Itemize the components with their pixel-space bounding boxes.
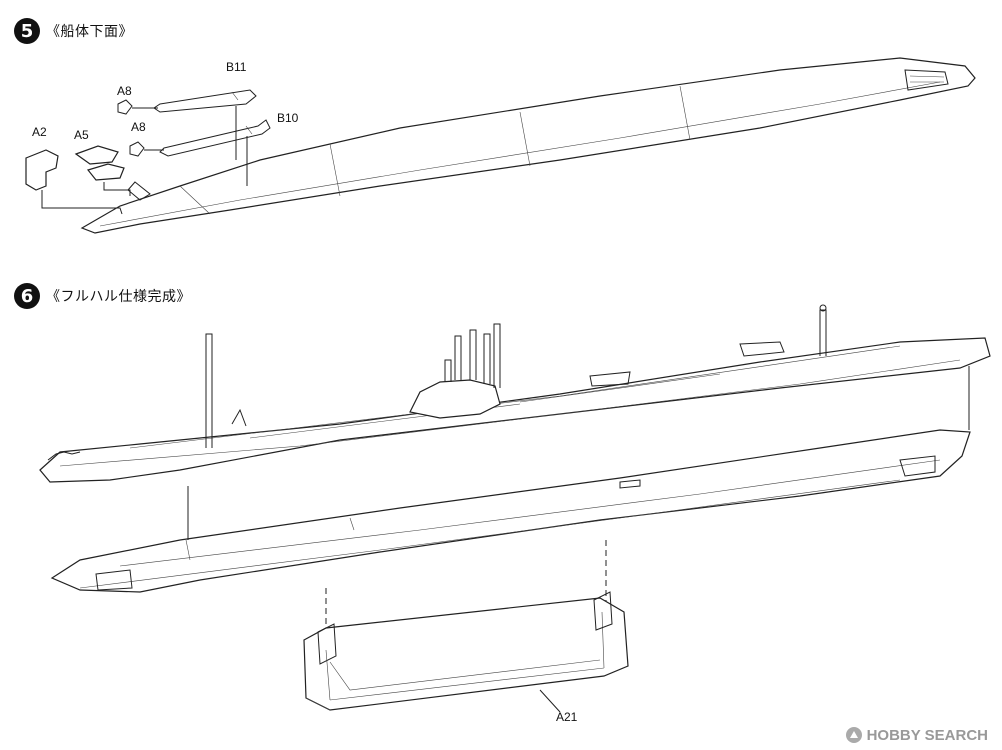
step-6-title: 《フルハル仕様完成》 <box>46 289 191 305</box>
part-a2 <box>25 149 59 200</box>
lower-hull-step6 <box>50 429 971 593</box>
part-label-a8-bottom: A8 <box>131 120 146 134</box>
upper-hull-step6 <box>39 304 991 483</box>
part-b10 <box>159 119 271 157</box>
hobby-search-logo-icon <box>845 727 862 743</box>
part-label-a2: A2 <box>32 125 47 139</box>
part-a8-bottom <box>129 141 160 157</box>
part-label-a5: A5 <box>74 128 89 142</box>
watermark: HOBBY SEARCH <box>845 726 988 744</box>
step5-guide-lines <box>41 106 248 215</box>
part-label-b10: B10 <box>277 111 299 125</box>
part-a5 <box>74 145 125 181</box>
step-6-number: 6 <box>14 283 40 309</box>
step-5-title: 《船体下面》 <box>46 24 133 40</box>
step-6-header: 6 《フルハル仕様完成》 <box>14 283 191 309</box>
step-5-header: 5 《船体下面》 <box>14 18 133 44</box>
part-a8-top <box>117 99 148 115</box>
part-label-a8-top: A8 <box>117 84 132 98</box>
part-b11 <box>153 89 257 113</box>
watermark-text: HOBBY SEARCH <box>866 726 988 744</box>
lower-hull-step5 <box>80 57 976 234</box>
stand-a21 <box>303 591 629 713</box>
part-label-a21: A21 <box>556 710 578 724</box>
part-label-b11: B11 <box>226 60 247 74</box>
step-5-number: 5 <box>14 18 40 44</box>
